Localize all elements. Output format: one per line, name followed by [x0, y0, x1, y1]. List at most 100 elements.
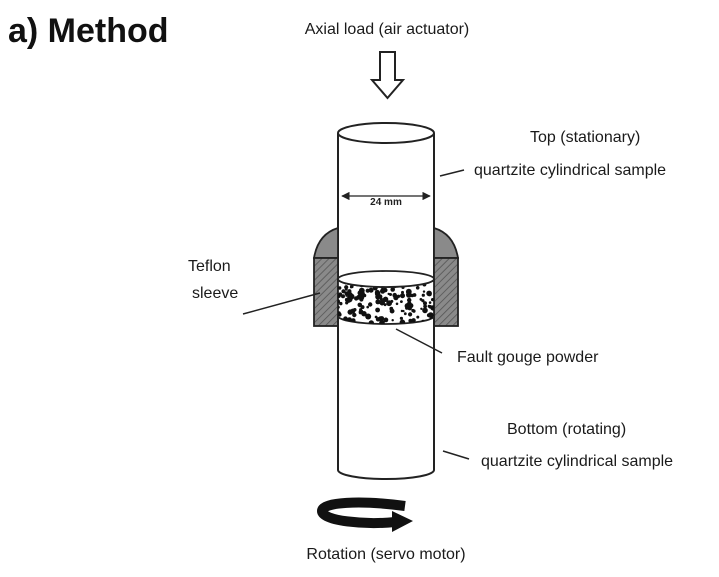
gouge-grain	[426, 290, 432, 297]
gouge-grain	[348, 292, 353, 297]
bottom-label-line1: Bottom (rotating)	[507, 421, 626, 438]
teflon-sleeve-left	[312, 226, 339, 327]
top-cylinder-top-face	[337, 122, 435, 144]
gouge-grain	[380, 316, 384, 320]
gouge-grain	[408, 303, 414, 309]
fault-gouge-layer	[337, 270, 435, 325]
gouge-grain	[365, 288, 370, 293]
gouge-grain	[400, 309, 404, 313]
gouge-grain	[427, 304, 431, 308]
axial-load-label: Axial load (air actuator)	[305, 21, 470, 38]
gouge-grain	[368, 287, 374, 293]
gouge-grain	[431, 307, 434, 311]
gouge-grain	[352, 312, 357, 318]
rotation-label: Rotation (servo motor)	[306, 546, 465, 563]
gouge-top-surface	[337, 270, 435, 288]
gouge-grain	[341, 294, 345, 299]
gouge-grain	[344, 297, 349, 302]
top-label-line2: quartzite cylindrical sample	[474, 162, 666, 179]
gouge-label: Fault gouge powder	[457, 349, 599, 366]
gouge-grain	[428, 301, 432, 304]
gouge-leader-line	[395, 328, 443, 354]
gouge-grain	[396, 294, 401, 298]
teflon-leader-line	[242, 292, 321, 315]
bottom-label-line2: quartzite cylindrical sample	[481, 453, 673, 470]
gouge-grain	[411, 318, 416, 323]
gouge-grain	[365, 313, 372, 320]
gouge-grain	[338, 299, 340, 304]
gouge-grain	[390, 287, 396, 292]
gouge-grain	[431, 298, 434, 302]
gouge-grain	[408, 312, 413, 317]
gouge-grain	[406, 292, 409, 296]
gouge-grain	[389, 308, 395, 314]
gouge-grain	[403, 312, 407, 316]
gouge-grain	[359, 290, 365, 297]
teflon-sleeve-right	[433, 226, 460, 327]
gouge-grain	[392, 292, 398, 298]
gouge-grain	[379, 299, 386, 306]
gouge-grain	[407, 297, 412, 303]
gouge-grain	[399, 316, 403, 320]
gouge-grain	[383, 297, 388, 302]
bottom-leader-line	[442, 450, 470, 460]
gouge-grain	[420, 307, 423, 310]
gouge-grain	[400, 300, 403, 303]
gouge-grain	[338, 312, 342, 317]
gouge-grain	[415, 286, 420, 290]
gouge-grain	[375, 317, 381, 322]
gouge-grain	[427, 312, 434, 318]
gouge-grain	[395, 302, 399, 306]
gouge-grain	[421, 293, 425, 297]
gouge-grain	[412, 293, 417, 297]
gouge-grain	[423, 301, 427, 306]
teflon-label-line1: Teflon	[188, 258, 231, 275]
gouge-grain	[338, 305, 340, 309]
gouge-grain	[387, 292, 390, 296]
top-leader-line	[439, 169, 465, 177]
gouge-grain	[344, 285, 349, 290]
gouge-grain	[344, 287, 348, 291]
teflon-label-line2: sleeve	[192, 285, 238, 302]
bottom-cylinder	[337, 316, 435, 480]
gouge-grain	[351, 318, 356, 323]
load-arrow-icon	[369, 51, 406, 100]
gouge-grain	[411, 308, 415, 313]
gouge-grain	[375, 307, 380, 313]
gouge-grain	[368, 302, 373, 307]
gouge-grain	[422, 307, 428, 314]
diameter-dimension: 24 mm	[341, 191, 431, 208]
gouge-grain	[422, 290, 426, 293]
gouge-grain	[423, 304, 427, 309]
gouge-grain	[408, 318, 413, 323]
gouge-grain	[383, 317, 389, 323]
gouge-grain	[345, 300, 349, 304]
gouge-grain	[400, 293, 405, 299]
gouge-grain	[401, 290, 404, 294]
gouge-grain	[347, 309, 353, 315]
gouge-grain	[358, 295, 361, 299]
gouge-grain	[368, 320, 374, 324]
gouge-grain	[338, 293, 342, 299]
gouge-grain	[347, 317, 352, 322]
gouge-grain	[375, 294, 381, 300]
gouge-grain	[386, 300, 392, 307]
gouge-grain	[380, 288, 386, 294]
diameter-label: 24 mm	[370, 197, 402, 208]
figure-title: a) Method	[8, 12, 169, 50]
gouge-grain	[338, 286, 342, 290]
gouge-grain	[341, 289, 346, 294]
top-label-line1: Top (stationary)	[530, 129, 640, 146]
gouge-grain	[419, 298, 423, 301]
gouge-grain	[416, 315, 420, 319]
gouge-grain	[339, 301, 343, 306]
gouge-grain	[375, 299, 381, 305]
gouge-grain	[345, 294, 348, 297]
gouge-grain	[366, 305, 370, 309]
gouge-grain	[357, 302, 363, 308]
gouge-grain	[358, 309, 364, 315]
gouge-grain	[353, 308, 357, 312]
rotation-arrow-icon	[316, 497, 413, 532]
gouge-grain	[391, 319, 394, 322]
